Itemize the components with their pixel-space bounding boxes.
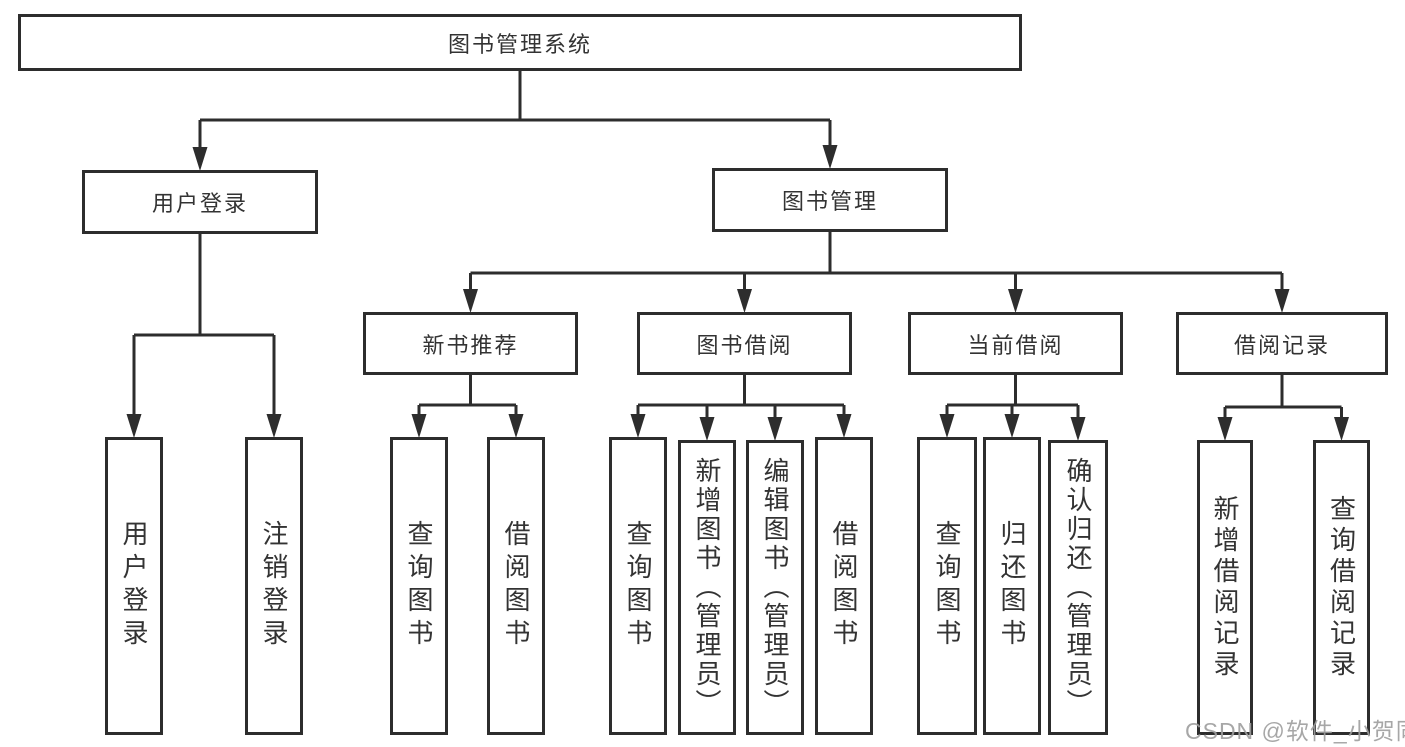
node-label: 图书管理	[781, 189, 878, 214]
arrowhead-icon	[699, 417, 715, 441]
node-label: 新增借阅记录	[1210, 494, 1240, 681]
arrowhead-icon	[1334, 417, 1349, 441]
arrowhead-icon	[939, 414, 955, 438]
node-borrow-records: 借阅记录	[1176, 312, 1388, 375]
node-label: 新增图书（管理员）	[692, 457, 722, 718]
node-label: 查询图书	[623, 520, 653, 652]
arrowhead-icon	[411, 414, 427, 438]
node-current-borrow: 当前借阅	[908, 312, 1123, 375]
arrowhead-icon	[192, 147, 208, 171]
node-label: 查询图书	[932, 520, 962, 652]
node-label: 查询图书	[404, 520, 434, 652]
node-label: 图书借阅	[696, 332, 793, 358]
arrowhead-icon	[1070, 417, 1086, 441]
node-label: 借阅图书	[829, 520, 859, 652]
node-label: 用户登录	[151, 191, 248, 216]
node-user-login: 用户登录	[82, 170, 318, 234]
arrowhead-icon	[1004, 414, 1020, 438]
arrowhead-icon	[737, 289, 752, 313]
arrowhead-icon	[1217, 417, 1233, 441]
node-leaf-add-borrow-record: 新增借阅记录	[1197, 440, 1253, 735]
arrowhead-icon	[508, 414, 524, 438]
node-label: 借阅图书	[501, 520, 531, 652]
arrowhead-icon	[463, 289, 478, 313]
node-leaf-user-login: 用户登录	[105, 437, 163, 735]
node-leaf-add-book: 新增图书（管理员）	[678, 440, 736, 735]
node-book-borrow: 图书借阅	[637, 312, 852, 375]
node-label: 归还图书	[997, 520, 1027, 652]
node-leaf-query-book-3: 查询图书	[917, 437, 977, 735]
arrowhead-icon	[822, 145, 838, 169]
node-root: 图书管理系统	[18, 14, 1022, 71]
node-label: 新书推荐	[422, 332, 519, 358]
arrowhead-icon	[1008, 289, 1023, 313]
arrowhead-icon	[630, 414, 646, 438]
arrowhead-icon	[266, 414, 282, 438]
node-leaf-query-borrow-record: 查询借阅记录	[1313, 440, 1370, 735]
node-label: 编辑图书（管理员）	[760, 457, 790, 718]
node-leaf-edit-book: 编辑图书（管理员）	[746, 440, 804, 735]
arrowhead-icon	[126, 414, 142, 438]
node-label: 借阅记录	[1233, 332, 1330, 358]
watermark: CSDN @软件_小贺同学	[1185, 718, 1405, 744]
node-book-mgmt: 图书管理	[712, 168, 948, 232]
node-leaf-return-book: 归还图书	[983, 437, 1041, 735]
node-leaf-logout: 注销登录	[245, 437, 303, 735]
node-label: 查询借阅记录	[1326, 494, 1357, 681]
node-label: 用户登录	[119, 520, 149, 652]
arrowhead-icon	[836, 414, 852, 438]
arrowhead-icon	[767, 417, 783, 441]
node-new-book-rec: 新书推荐	[363, 312, 578, 375]
arrowhead-icon	[1274, 289, 1290, 313]
node-leaf-borrow-book-2: 借阅图书	[815, 437, 873, 735]
node-leaf-query-book-2: 查询图书	[609, 437, 667, 735]
node-label: 确认归还（管理员）	[1063, 457, 1093, 718]
node-leaf-query-book-1: 查询图书	[390, 437, 448, 735]
node-label: 图书管理系统	[447, 31, 592, 57]
node-leaf-borrow-book-1: 借阅图书	[487, 437, 545, 735]
node-leaf-confirm-return: 确认归还（管理员）	[1048, 440, 1108, 735]
node-label: 当前借阅	[967, 332, 1064, 358]
node-label: 注销登录	[259, 520, 289, 652]
